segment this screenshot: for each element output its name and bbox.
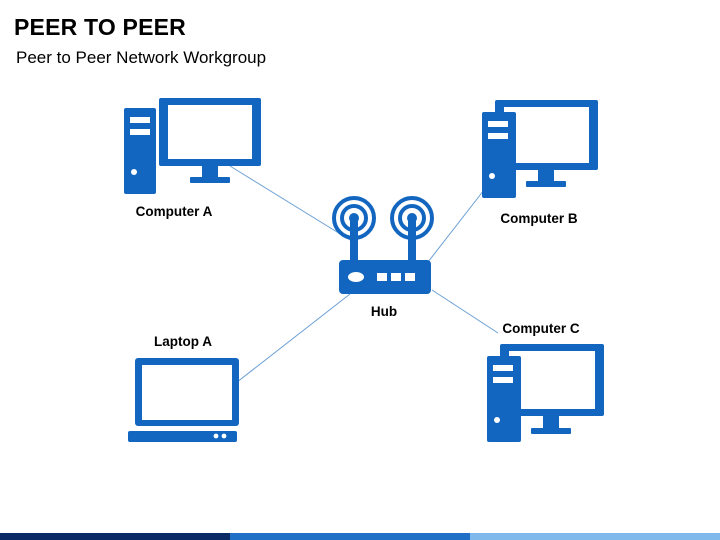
computer-b-label: Computer B [500,211,578,226]
footer-segment-dark [0,533,230,540]
footer-color-bar [0,533,720,540]
footer-segment-mid [230,533,470,540]
computer-a-label: Computer A [135,204,213,219]
link-computer-b-hub [427,189,485,263]
laptop-a-label: Laptop A [154,334,212,349]
computer-a-icon [124,98,261,194]
laptop-a-icon [128,358,239,442]
link-computer-a-hub [229,165,351,241]
page-subtitle: Peer to Peer Network Workgroup [16,48,267,67]
link-laptop-a-hub [231,293,351,387]
footer-segment-light [470,533,720,540]
hub-router-icon [332,196,434,294]
computer-c-label: Computer C [502,321,580,336]
page-title: PEER TO PEER [14,14,186,40]
computer-c-icon [487,344,604,442]
hub-label: Hub [370,304,398,319]
connection-lines [229,165,499,387]
link-computer-c-hub [431,289,499,334]
computer-b-icon [482,100,598,198]
